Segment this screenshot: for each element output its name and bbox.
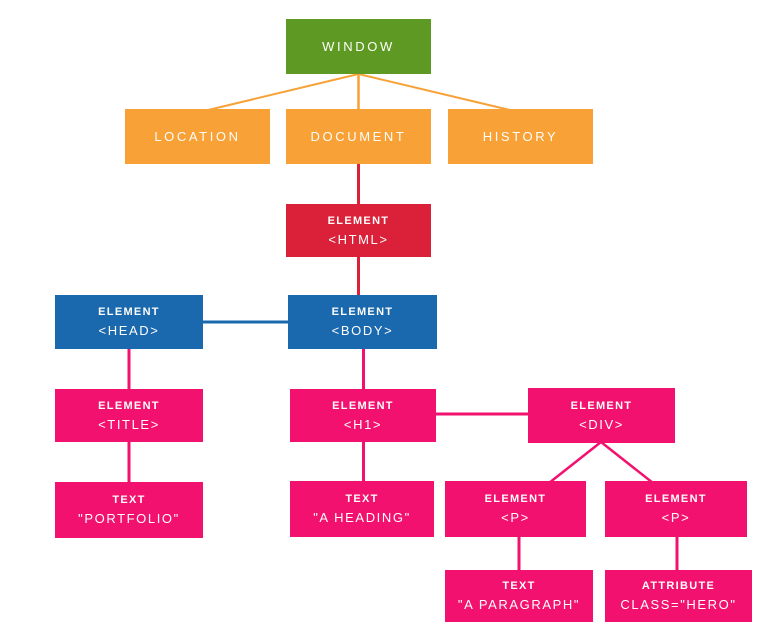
node-element-head-type: ELEMENT	[98, 306, 160, 318]
node-element-div: ELEMENT <DIV>	[528, 388, 675, 443]
node-location-label: LOCATION	[154, 129, 241, 144]
node-history: HISTORY	[448, 109, 593, 164]
node-element-h1-type: ELEMENT	[332, 399, 394, 412]
node-element-div-type: ELEMENT	[570, 399, 633, 412]
edge-window-history	[358, 73, 515, 112]
node-element-h1-label: <H1>	[343, 416, 383, 432]
node-element-p-left-label: <P>	[501, 510, 530, 525]
node-element-title-type: ELEMENT	[98, 399, 160, 412]
edge-div-p-right	[600, 441, 654, 484]
node-element-body-type: ELEMENT	[331, 306, 394, 318]
node-element-head: ELEMENT <HEAD>	[55, 295, 203, 349]
node-element-h1: ELEMENT <H1>	[290, 389, 436, 442]
node-history-label: HISTORY	[482, 129, 559, 144]
node-window-label: WINDOW	[322, 39, 395, 54]
node-element-title: ELEMENT <TITLE>	[55, 389, 203, 442]
node-location: LOCATION	[125, 109, 270, 164]
node-text-a-paragraph-type: TEXT	[502, 580, 536, 592]
node-text-portfolio: TEXT "PORTFOLIO"	[55, 482, 203, 538]
node-element-p-left: ELEMENT <P>	[445, 481, 586, 537]
node-text-a-heading-label: "A HEADING"	[313, 510, 411, 525]
node-element-p-right: ELEMENT <P>	[605, 481, 747, 537]
node-text-a-heading-type: TEXT	[345, 493, 379, 505]
node-text-a-paragraph: TEXT "A PARAGRAPH"	[445, 570, 593, 622]
node-window: WINDOW	[286, 19, 431, 74]
node-element-head-label: <HEAD>	[98, 323, 160, 338]
node-element-p-right-type: ELEMENT	[645, 493, 707, 505]
node-element-title-label: <TITLE>	[98, 416, 160, 432]
edge-div-p-left	[548, 441, 602, 484]
node-text-portfolio-label: "PORTFOLIO"	[78, 511, 180, 526]
node-attribute-class-hero: ATTRIBUTE CLASS="HERO"	[605, 570, 752, 622]
node-element-body-label: <BODY>	[331, 323, 394, 338]
node-element-p-left-type: ELEMENT	[484, 493, 547, 505]
node-text-a-paragraph-label: "A PARAGRAPH"	[457, 597, 581, 612]
node-element-html: ELEMENT <HTML>	[286, 204, 431, 257]
node-document: DOCUMENT	[286, 109, 431, 164]
node-text-portfolio-type: TEXT	[112, 494, 146, 506]
node-element-html-type: ELEMENT	[327, 214, 390, 227]
edge-window-location	[203, 73, 359, 112]
node-document-label: DOCUMENT	[310, 129, 407, 144]
node-element-div-label: <DIV>	[579, 416, 624, 432]
node-attribute-class-hero-type: ATTRIBUTE	[641, 580, 716, 592]
node-text-a-heading: TEXT "A HEADING"	[290, 481, 434, 537]
node-element-body: ELEMENT <BODY>	[288, 295, 437, 349]
node-element-p-right-label: <P>	[661, 510, 691, 525]
node-element-html-label: <HTML>	[328, 231, 389, 247]
node-attribute-class-hero-label: CLASS="HERO"	[620, 597, 737, 612]
